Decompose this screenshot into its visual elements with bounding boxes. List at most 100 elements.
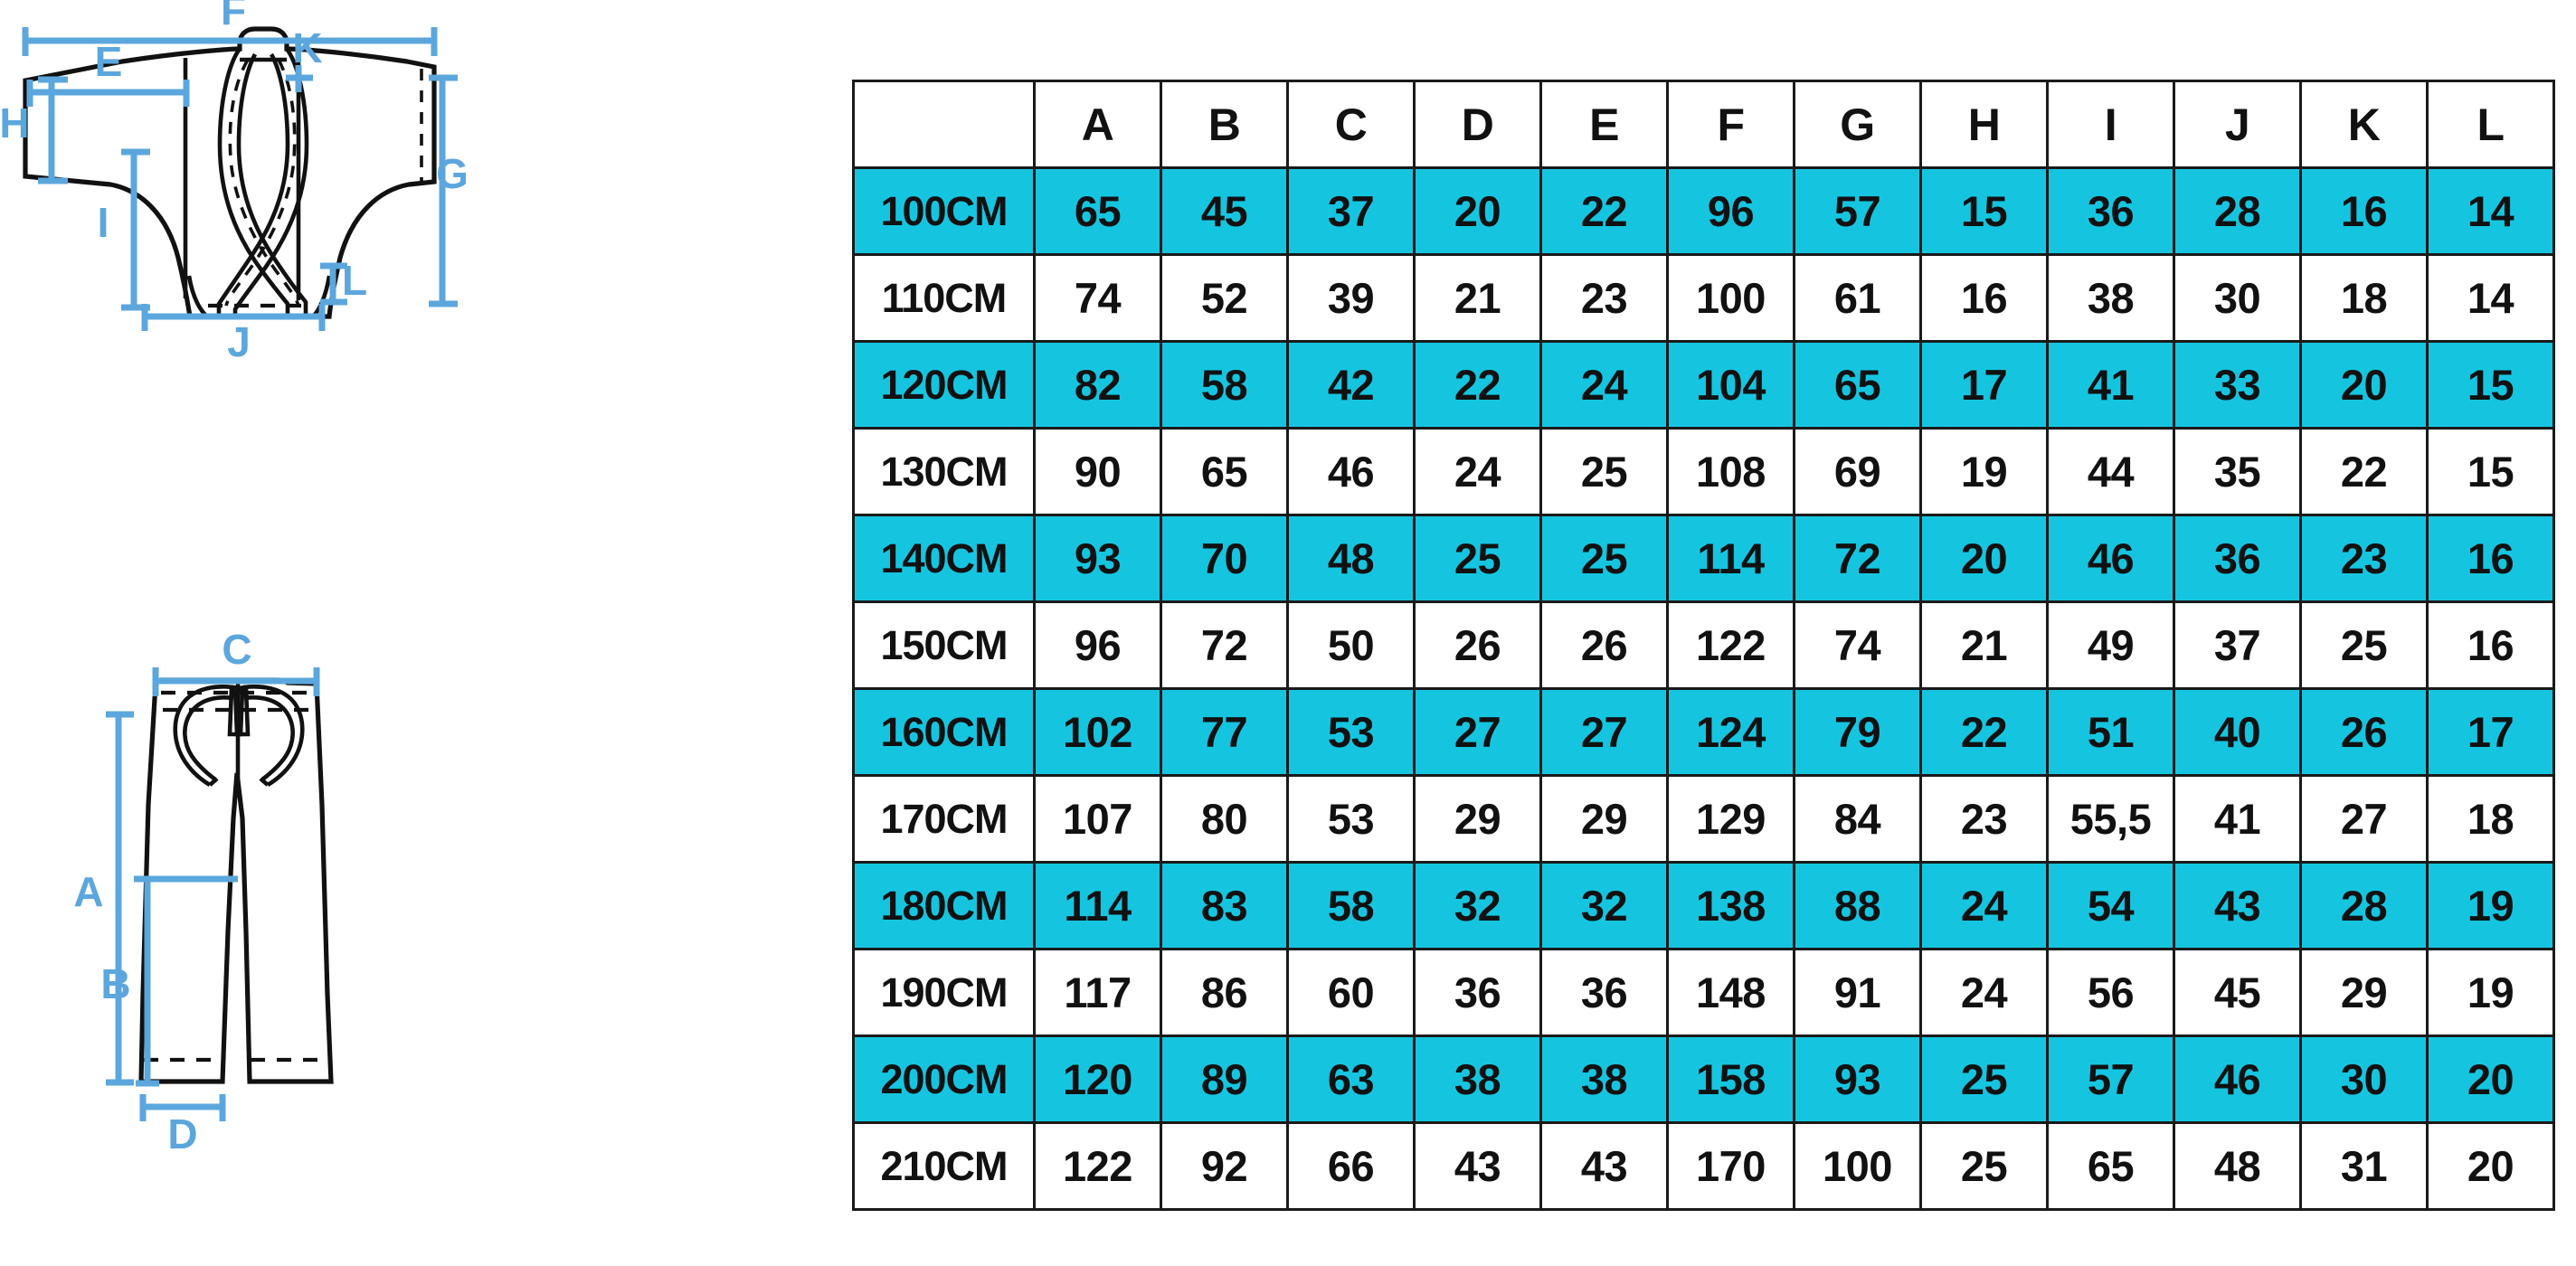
cell-200CM-B: 89 xyxy=(1160,1035,1289,1124)
cell-130CM-L: 15 xyxy=(2426,427,2555,516)
cell-140CM-D: 25 xyxy=(1413,514,1542,603)
cell-120CM-J: 33 xyxy=(2173,340,2302,430)
dimension-K: K xyxy=(286,24,323,92)
pants-technical-drawing: C A B xyxy=(73,626,334,1157)
cell-180CM-I: 54 xyxy=(2046,861,2175,950)
cell-130CM-E: 25 xyxy=(1539,427,1669,516)
cell-200CM-H: 25 xyxy=(1919,1035,2049,1124)
cell-140CM-I: 46 xyxy=(2046,514,2175,603)
cell-140CM-L: 16 xyxy=(2426,514,2555,603)
cell-150CM-L: 16 xyxy=(2426,600,2555,690)
cell-140CM-A: 93 xyxy=(1033,514,1162,603)
cell-110CM-L: 14 xyxy=(2426,253,2555,343)
cell-130CM-F: 108 xyxy=(1666,427,1795,516)
cell-170CM-B: 80 xyxy=(1160,774,1289,864)
dimension-B: B xyxy=(100,875,238,1087)
cell-110CM-G: 61 xyxy=(1793,253,1922,343)
cell-180CM-A: 114 xyxy=(1033,861,1162,950)
dimension-label-I: I xyxy=(98,199,109,246)
size-label-120CM: 120CM xyxy=(852,340,1036,430)
cell-210CM-K: 31 xyxy=(2299,1121,2429,1211)
cell-210CM-D: 43 xyxy=(1413,1121,1542,1211)
cell-100CM-G: 57 xyxy=(1793,166,1922,256)
cell-130CM-I: 44 xyxy=(2046,427,2175,516)
cell-140CM-H: 20 xyxy=(1919,514,2049,603)
cell-200CM-C: 63 xyxy=(1286,1035,1416,1124)
size-label-150CM: 150CM xyxy=(852,600,1036,690)
size-label-140CM: 140CM xyxy=(852,514,1036,603)
cell-130CM-D: 24 xyxy=(1413,427,1542,516)
cell-170CM-I: 55,5 xyxy=(2046,774,2175,864)
cell-120CM-E: 24 xyxy=(1539,340,1669,430)
cell-160CM-B: 77 xyxy=(1160,687,1289,777)
cell-100CM-K: 16 xyxy=(2299,166,2429,256)
cell-140CM-K: 23 xyxy=(2299,514,2429,603)
cell-170CM-L: 18 xyxy=(2426,774,2555,864)
dimension-label-H: H xyxy=(0,99,30,146)
cell-200CM-I: 57 xyxy=(2046,1035,2175,1124)
cell-160CM-D: 27 xyxy=(1413,687,1542,777)
cell-210CM-L: 20 xyxy=(2426,1121,2555,1211)
cell-170CM-A: 107 xyxy=(1033,774,1162,864)
cell-200CM-F: 158 xyxy=(1666,1035,1795,1124)
cell-120CM-C: 42 xyxy=(1286,340,1416,430)
cell-140CM-F: 114 xyxy=(1666,514,1795,603)
cell-150CM-D: 26 xyxy=(1413,600,1542,690)
cell-100CM-F: 96 xyxy=(1666,166,1795,256)
cell-210CM-E: 43 xyxy=(1539,1121,1669,1211)
cell-190CM-E: 36 xyxy=(1539,948,1669,1037)
cell-100CM-E: 22 xyxy=(1539,166,1669,256)
cell-180CM-E: 32 xyxy=(1539,861,1669,950)
cell-130CM-J: 35 xyxy=(2173,427,2302,516)
cell-110CM-A: 74 xyxy=(1033,253,1162,343)
jacket-technical-drawing: F E K xyxy=(0,0,469,365)
cell-110CM-I: 38 xyxy=(2046,253,2175,343)
cell-200CM-K: 30 xyxy=(2299,1035,2429,1124)
size-label-170CM: 170CM xyxy=(852,774,1036,864)
column-header-F: F xyxy=(1666,80,1795,169)
cell-200CM-E: 38 xyxy=(1539,1035,1669,1124)
cell-100CM-I: 36 xyxy=(2046,166,2175,256)
cell-150CM-E: 26 xyxy=(1539,600,1669,690)
cell-150CM-I: 49 xyxy=(2046,600,2175,690)
cell-100CM-B: 45 xyxy=(1160,166,1289,256)
cell-180CM-F: 138 xyxy=(1666,861,1795,950)
dimension-label-J: J xyxy=(227,318,251,365)
cell-110CM-C: 39 xyxy=(1286,253,1416,343)
cell-210CM-B: 92 xyxy=(1160,1121,1289,1211)
dimension-label-G: G xyxy=(436,150,469,197)
size-label-210CM: 210CM xyxy=(852,1121,1036,1211)
technical-drawings-panel: F E K xyxy=(0,0,850,1266)
cell-170CM-D: 29 xyxy=(1413,774,1542,864)
cell-120CM-F: 104 xyxy=(1666,340,1795,430)
cell-180CM-D: 32 xyxy=(1413,861,1542,950)
column-header-D: D xyxy=(1413,80,1542,169)
cell-210CM-H: 25 xyxy=(1919,1121,2049,1211)
size-label-110CM: 110CM xyxy=(852,253,1036,343)
cell-190CM-G: 91 xyxy=(1793,948,1922,1037)
cell-150CM-J: 37 xyxy=(2173,600,2302,690)
cell-200CM-J: 46 xyxy=(2173,1035,2302,1124)
column-header-J: J xyxy=(2173,80,2302,169)
dimension-A: A xyxy=(73,711,134,1086)
cell-110CM-B: 52 xyxy=(1160,253,1289,343)
cell-180CM-K: 28 xyxy=(2299,861,2429,950)
cell-120CM-A: 82 xyxy=(1033,340,1162,430)
cell-200CM-A: 120 xyxy=(1033,1035,1162,1124)
cell-160CM-I: 51 xyxy=(2046,687,2175,777)
dimension-E: E xyxy=(26,38,190,107)
cell-210CM-G: 100 xyxy=(1793,1121,1922,1211)
cell-150CM-H: 21 xyxy=(1919,600,2049,690)
cell-170CM-F: 129 xyxy=(1666,774,1795,864)
cell-200CM-D: 38 xyxy=(1413,1035,1542,1124)
cell-130CM-C: 46 xyxy=(1286,427,1416,516)
cell-180CM-G: 88 xyxy=(1793,861,1922,950)
